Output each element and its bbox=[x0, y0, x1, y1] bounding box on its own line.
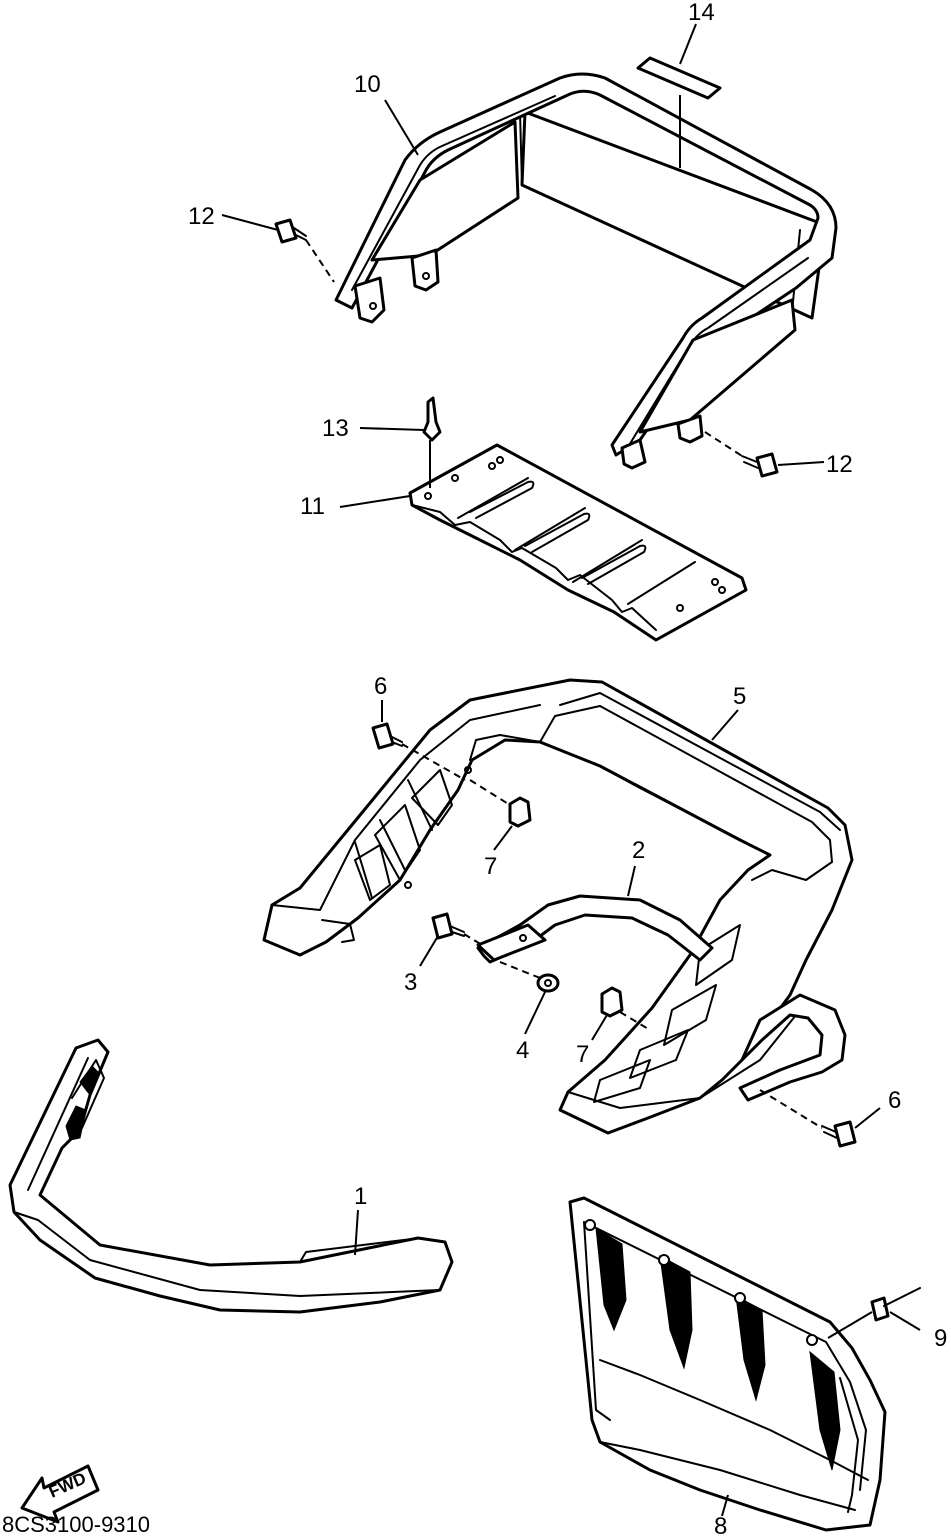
part-6-bolt-lower bbox=[759, 1089, 857, 1148]
part-9-rivet bbox=[827, 1287, 921, 1339]
fwd-arrow-icon: FWD bbox=[20, 1464, 100, 1524]
callout-11: 11 bbox=[300, 493, 325, 520]
callout-1: 1 bbox=[354, 1183, 367, 1210]
part-12-bolt-right bbox=[704, 431, 779, 478]
part-2-bracket bbox=[476, 894, 714, 964]
callout-8: 8 bbox=[714, 1513, 727, 1536]
part-7-nut-upper bbox=[469, 779, 532, 828]
part-4-nut bbox=[499, 961, 560, 993]
part-1-front-bumper bbox=[8, 1038, 454, 1314]
callout-labels: 14 10 12 13 12 11 6 5 7 2 3 4 7 6 1 9 8 bbox=[188, 0, 947, 1536]
callout-7-top: 7 bbox=[484, 853, 497, 880]
callout-4: 4 bbox=[516, 1037, 529, 1064]
callout-6-top: 6 bbox=[374, 673, 387, 700]
callout-6-bottom: 6 bbox=[888, 1087, 901, 1114]
part-8-mud-flap bbox=[568, 1196, 887, 1532]
callout-13: 13 bbox=[322, 415, 349, 442]
part-5-rear-fender bbox=[262, 678, 854, 1135]
callout-5: 5 bbox=[733, 683, 746, 710]
callout-9: 9 bbox=[934, 1325, 947, 1352]
callout-14: 14 bbox=[688, 0, 715, 26]
part-11-floor-board bbox=[408, 443, 748, 642]
part-3-bolt bbox=[431, 912, 483, 946]
document-code: 8CS3100-9310 bbox=[2, 1512, 150, 1536]
part-13-pin bbox=[422, 396, 442, 488]
callout-7-bottom: 7 bbox=[576, 1041, 589, 1068]
callout-3: 3 bbox=[404, 969, 417, 996]
part-7-nut-lower bbox=[600, 986, 651, 1031]
part-14-label bbox=[636, 56, 722, 168]
callout-12-right: 12 bbox=[826, 451, 853, 478]
leader-lines bbox=[221, 23, 921, 1517]
part-10-rear-carrier bbox=[334, 72, 838, 470]
part-6-bolt-upper bbox=[371, 722, 466, 781]
callout-2: 2 bbox=[632, 837, 645, 864]
callout-10: 10 bbox=[354, 71, 381, 98]
callout-12-top: 12 bbox=[188, 203, 215, 230]
part-12-bolt-left bbox=[274, 218, 335, 283]
